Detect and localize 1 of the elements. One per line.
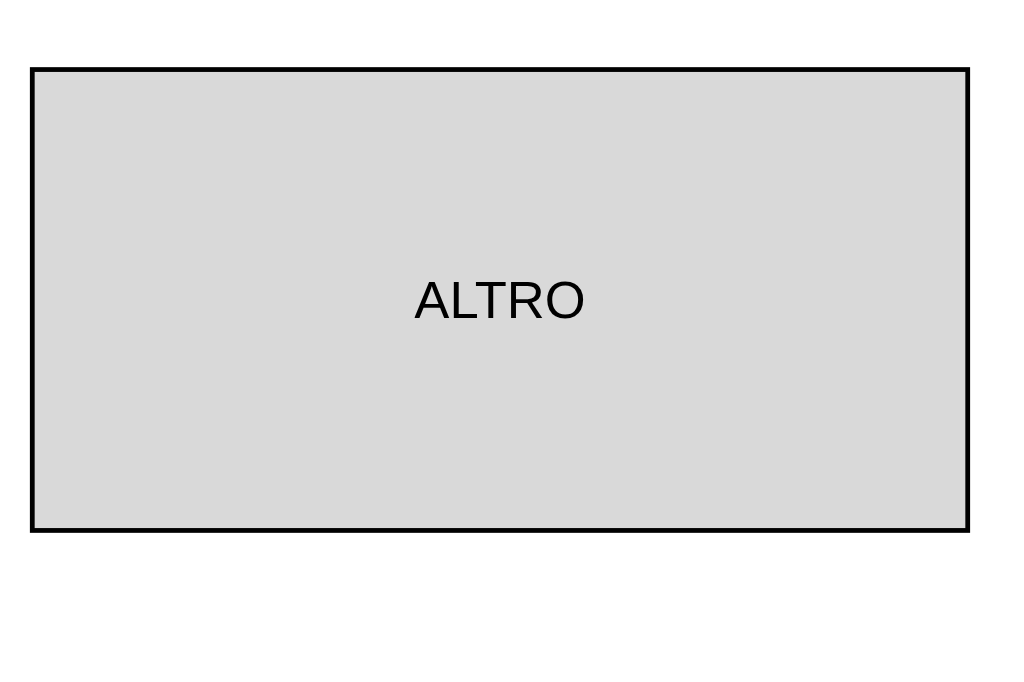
process-box: ALTRO (29, 67, 971, 533)
